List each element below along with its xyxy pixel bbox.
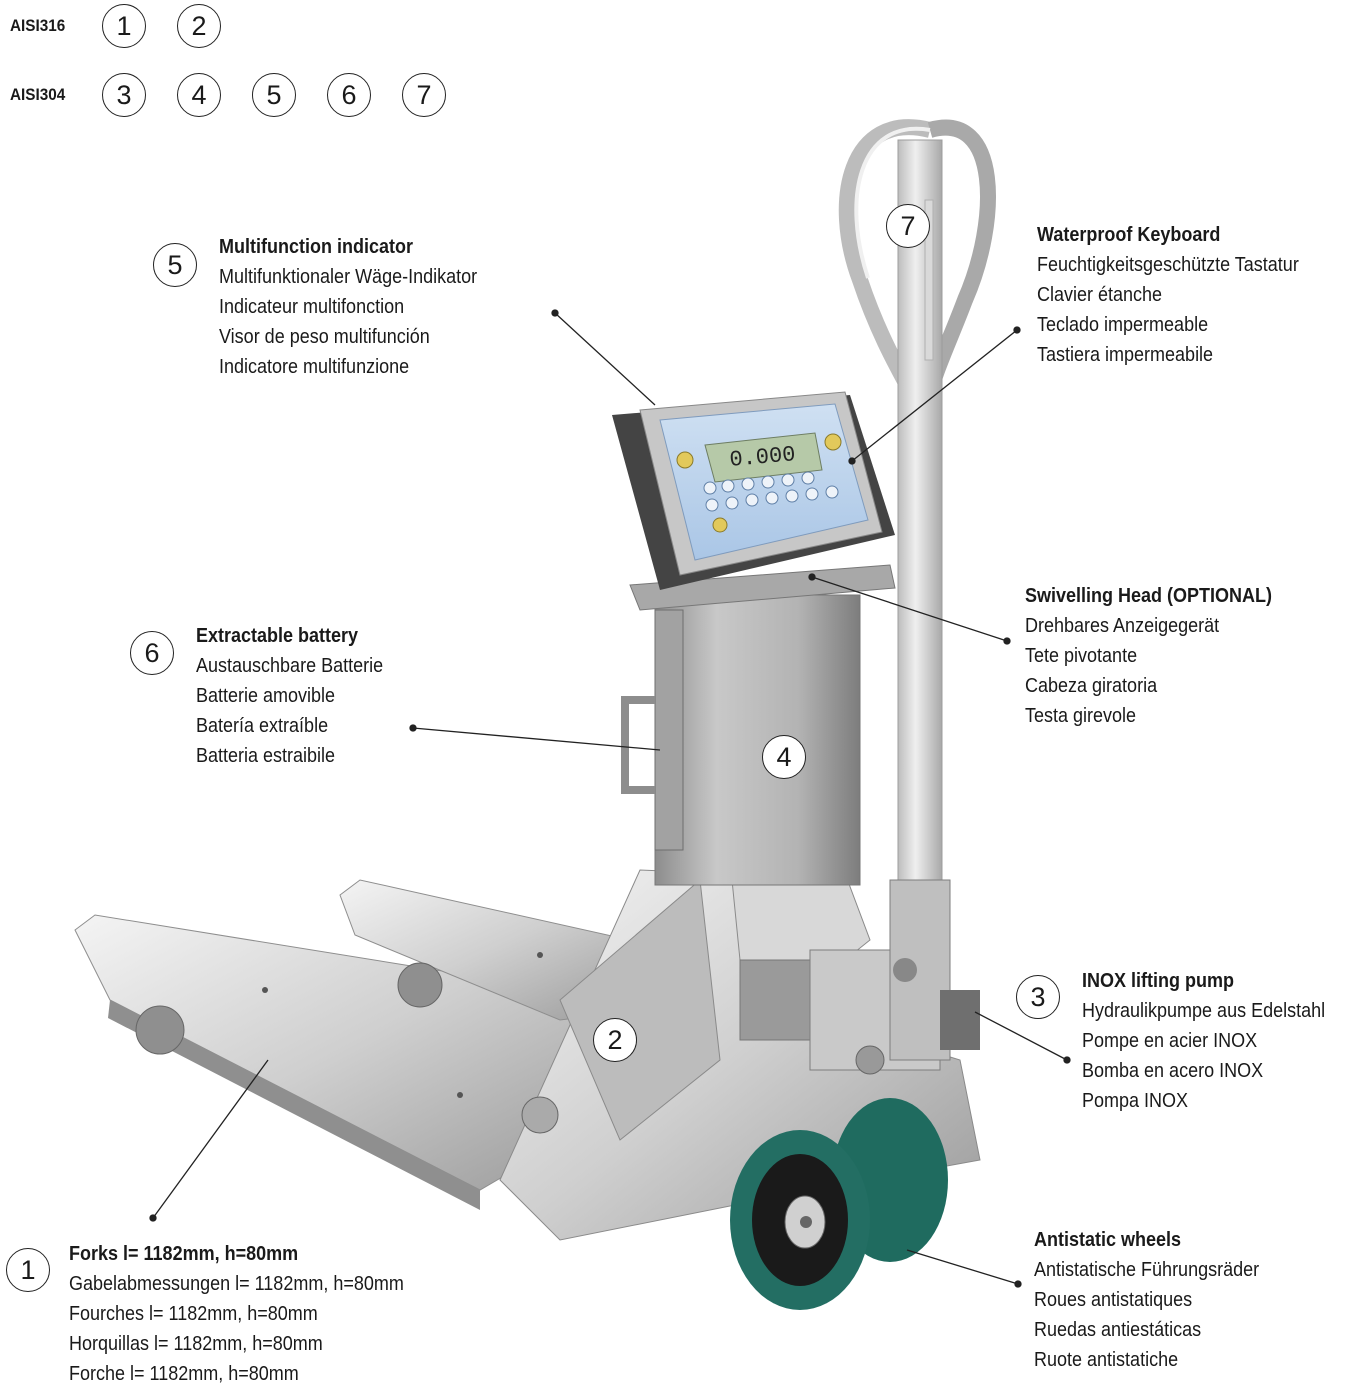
aisi316-row: AISI316 1 2 [10, 4, 252, 48]
callout-line: Multifunktionaler Wäge-Indikator [219, 266, 478, 288]
leader-lines [149, 309, 1071, 1288]
callout-waterproof-keyboard: Waterproof Keyboard Feuchtigkeitsgeschüt… [1037, 220, 1328, 370]
grade-label: AISI316 [10, 16, 66, 35]
callout-line: Indicatore multifunzione [219, 356, 410, 378]
callout-title: INOX lifting pump [1082, 970, 1234, 992]
callout-line: Fourches l= 1182mm, h=80mm [69, 1303, 318, 1325]
callout-line: Horquillas l= 1182mm, h=80mm [69, 1333, 323, 1355]
callout-line: Austauschbare Batterie [196, 655, 384, 677]
callout-5-marker: 5 [153, 243, 197, 287]
callout-title: Swivelling Head (OPTIONAL) [1025, 585, 1273, 607]
callout-line: Ruote antistatiche [1034, 1349, 1179, 1371]
callout-line: Gabelabmessungen l= 1182mm, h=80mm [69, 1273, 404, 1295]
callout-line: Testa girevole [1025, 705, 1137, 727]
display-readout: 0.000 [729, 442, 797, 473]
lifting-pump [809, 879, 980, 1075]
forks [74, 879, 641, 1210]
callout-line: Indicateur multifonction [219, 296, 405, 318]
battery-column [621, 594, 861, 886]
callout-line: Pompe en acier INOX [1082, 1030, 1258, 1052]
callout-line: Teclado impermeable [1037, 314, 1209, 336]
callout-inox-lifting-pump: INOX lifting pump Hydraulikpumpe aus Ede… [1082, 966, 1346, 1116]
callout-line: Tastiera impermeabile [1037, 344, 1214, 366]
callout-line: Hydraulikpumpe aus Edelstahl [1082, 1000, 1326, 1022]
callout-multifunction-indicator: Multifunction indicator Multifunktionale… [219, 232, 506, 382]
marker-2-on-image: 2 [593, 1018, 637, 1062]
callout-line: Clavier étanche [1037, 284, 1163, 306]
callout-title: Antistatic wheels [1034, 1229, 1182, 1251]
callout-line: Cabeza giratoria [1025, 675, 1158, 697]
callout-line: Tete pivotante [1025, 645, 1138, 667]
callout-3-marker: 3 [1016, 975, 1060, 1019]
marker-3: 3 [102, 73, 146, 117]
callout-title: Extractable battery [196, 625, 359, 647]
callout-title: Multifunction indicator [219, 236, 413, 258]
callout-line: Pompa INOX [1082, 1090, 1189, 1112]
marker-4-on-image: 4 [762, 735, 806, 779]
callout-line: Feuchtigkeitsgeschützte Tastatur [1037, 254, 1299, 276]
callout-line: Batería extraíble [196, 715, 329, 737]
marker-2: 2 [177, 4, 221, 48]
callout-line: Ruedas antiestáticas [1034, 1319, 1202, 1341]
callout-title: Forks l= 1182mm, h=80mm [69, 1243, 299, 1265]
handle [838, 119, 996, 911]
callout-line: Forche l= 1182mm, h=80mm [69, 1363, 299, 1385]
antistatic-wheels [730, 1098, 948, 1310]
callout-antistatic-wheels: Antistatic wheels Antistatische Führungs… [1034, 1225, 1284, 1375]
callout-line: Batterie amovible [196, 685, 336, 707]
callout-line: Batteria estraibile [196, 745, 336, 767]
marker-1: 1 [102, 4, 146, 48]
weighing-indicator: 0.000 [612, 391, 896, 611]
marker-4: 4 [177, 73, 221, 117]
marker-5: 5 [252, 73, 296, 117]
callout-swivelling-head: Swivelling Head (OPTIONAL) Drehbares Anz… [1025, 581, 1299, 731]
callout-line: Antistatische Führungsräder [1034, 1259, 1260, 1281]
marker-7: 7 [402, 73, 446, 117]
callout-line: Roues antistatiques [1034, 1289, 1193, 1311]
callout-line: Drehbares Anzeigegerät [1025, 615, 1220, 637]
callout-forks: Forks l= 1182mm, h=80mm Gabelabmessungen… [69, 1239, 441, 1389]
callout-line: Visor de peso multifunción [219, 326, 430, 348]
aisi304-row: AISI304 3 4 5 6 7 [10, 73, 477, 117]
callout-title: Waterproof Keyboard [1037, 224, 1221, 246]
grade-label: AISI304 [10, 85, 66, 104]
callout-6-marker: 6 [130, 631, 174, 675]
callout-line: Bomba en acero INOX [1082, 1060, 1264, 1082]
marker-6: 6 [327, 73, 371, 117]
marker-7-on-image: 7 [886, 204, 930, 248]
callout-extractable-battery: Extractable battery Austauschbare Batter… [196, 621, 404, 771]
callout-1-marker: 1 [6, 1248, 50, 1292]
